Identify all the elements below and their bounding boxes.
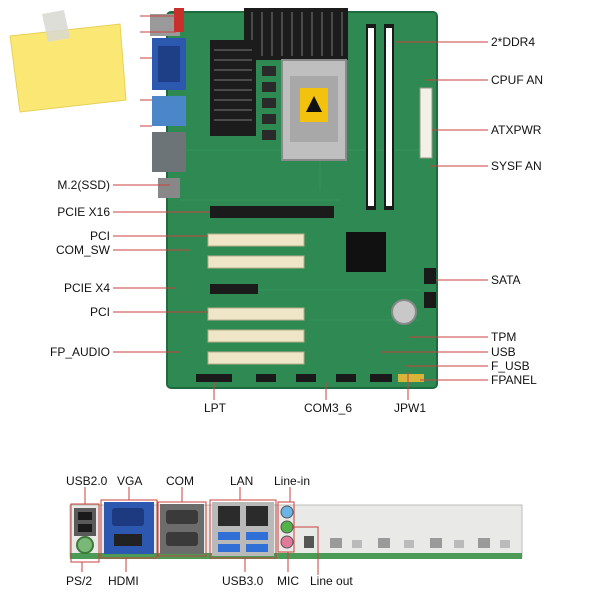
label-atxpwr: ATXPWR	[491, 123, 542, 137]
label-com: COM	[166, 474, 194, 488]
label-vga: VGA	[117, 474, 143, 488]
heatsink-left	[210, 40, 256, 136]
label-f-usb: F_USB	[491, 359, 530, 373]
label-com3-6: COM3_6	[304, 401, 353, 415]
vrm-chokes	[262, 66, 276, 140]
label-ps2: PS/2	[66, 574, 93, 588]
sticky-note	[9, 10, 127, 113]
cpu-socket	[281, 59, 347, 161]
io-leader-lines	[70, 487, 319, 575]
label-sata: SATA	[491, 273, 521, 287]
label-line-out: Line out	[310, 574, 353, 588]
leader-lines	[113, 15, 488, 400]
label-fpanel: FPANEL	[491, 373, 537, 387]
pcie-x4-slot	[210, 284, 258, 294]
sata-connectors	[424, 268, 436, 308]
label-jpw1: JPW1	[394, 401, 427, 415]
label-line-in: Line-in	[274, 474, 311, 488]
label-tpm: TPM	[491, 330, 517, 344]
label-usb: USB	[491, 345, 516, 359]
atx-power-connector	[419, 87, 433, 159]
cmos-battery	[391, 299, 417, 325]
label-m2-ssd: M.2(SSD)	[57, 178, 110, 192]
io-panel	[69, 502, 523, 559]
dimm-slots	[366, 24, 394, 210]
label-lpt: LPT	[204, 401, 227, 415]
pci-slots-lower	[207, 307, 305, 365]
label-mic: MIC	[277, 574, 299, 588]
label-usb20: USB2.0	[66, 474, 108, 488]
label-hdmi: HDMI	[108, 574, 139, 588]
pcie-x16-slot	[210, 206, 334, 218]
bottom-headers	[196, 374, 424, 382]
label-pcie-x4: PCIE X4	[63, 281, 110, 295]
label-cpu-fan: CPUF AN	[491, 73, 544, 87]
label-ddr4: 2*DDR4	[491, 35, 536, 49]
label-lan: LAN	[230, 474, 254, 488]
chipset	[346, 232, 386, 272]
pci-slots-upper	[207, 233, 305, 269]
label-fp-audio: FP_AUDIO	[49, 345, 110, 359]
rear-io-stack	[150, 8, 186, 198]
label-usb30: USB3.0	[222, 574, 264, 588]
label-sys-fan: SYSF AN	[491, 159, 542, 173]
heatsink-top	[244, 8, 348, 60]
label-pcie-x16: PCIE X16	[57, 205, 110, 219]
label-pci-upper: PCI	[89, 229, 110, 243]
label-com-sw: COM_SW	[56, 243, 110, 257]
label-pci-lower: PCI	[89, 305, 110, 319]
